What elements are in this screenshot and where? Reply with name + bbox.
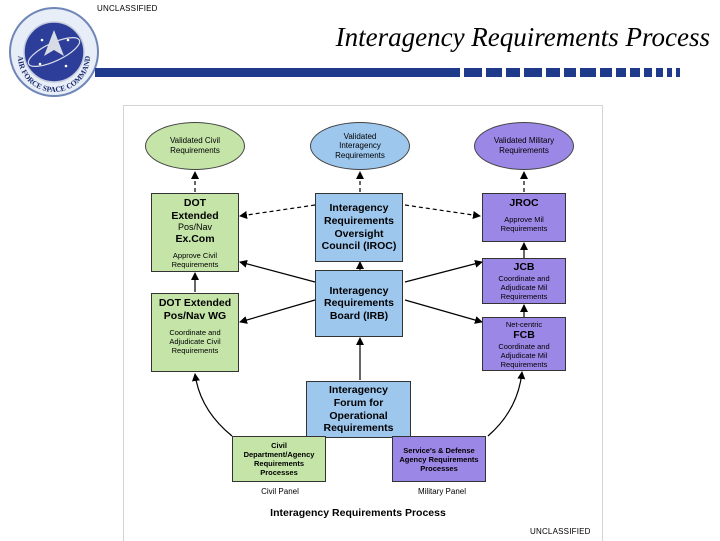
arrow-military-processes-to-fcb [487,371,526,437]
classification-bottom: UNCLASSIFIED [530,527,591,536]
military-processes-title: Service's & Defense Agency Requirements … [399,445,479,473]
dot-excom-sub: Approve Civil Requirements [171,250,219,269]
slide-title: Interagency Requirements Process [335,22,710,52]
dot-excom-line1: DOT [183,197,207,209]
arrow-irb-to-fcb [404,299,483,324]
dot-excom-box: DOT Extended Pos/Nav Ex.Com Approve Civi… [151,193,239,272]
irb-title: Interagency Requirements Board (IRB) [323,284,395,322]
diagram-frame [123,105,603,541]
validated-interagency-requirements: Validated Interagency Requirements [310,122,410,170]
civil-processes-box: Civil Department/Agency Requirements Pro… [232,436,326,482]
arrow-iroc-to-excom [239,204,316,219]
dot-wg-sub: Coordinate and Adjudicate Civil Requirem… [169,328,221,356]
irb-box: Interagency Requirements Board (IRB) [315,270,403,337]
forum-box: Interagency Forum for Operational Requir… [306,381,411,438]
fcb-sub: Coordinate and Adjudicate Mil Requiremen… [498,341,550,369]
fcb-box: Net-centric FCB Coordinate and Adjudicat… [482,317,566,371]
military-processes-box: Service's & Defense Agency Requirements … [392,436,486,482]
military-panel-label: Military Panel [417,487,466,496]
jroc-sub: Approve Mil Requirements [500,214,548,233]
fcb-pre: Net-centric [505,320,543,329]
classification-top: UNCLASSIFIED [97,4,158,13]
fcb-title: FCB [513,329,535,341]
iroc-box: Interagency Requirements Oversight Counc… [315,193,403,262]
civil-panel-label: Civil Panel [261,487,299,496]
iroc-title: Interagency Requirements Oversight Counc… [321,202,397,253]
jcb-box: JCB Coordinate and Adjudicate Mil Requir… [482,258,566,304]
dot-wg-box: DOT Extended Pos/Nav WG Coordinate and A… [151,293,239,372]
dot-excom-line2: Extended [171,209,219,222]
forum-title: Interagency Forum for Operational Requir… [323,384,394,435]
jroc-title: JROC [509,197,539,209]
arrow-irb-to-jcb [404,259,483,283]
jcb-title: JCB [513,261,535,273]
afspc-logo: AIR FORCE SPACE COMMAND [9,7,99,97]
jroc-box: JROC Approve Mil Requirements [482,193,566,242]
dot-wg-title: DOT Extended Pos/Nav WG [158,297,232,322]
jcb-sub: Coordinate and Adjudicate Mil Requiremen… [498,273,550,301]
title-bar [95,68,680,77]
civil-processes-title: Civil Department/Agency Requirements Pro… [243,441,315,477]
validated-military-requirements: Validated Military Requirements [474,122,574,170]
validated-civil-requirements: Validated Civil Requirements [145,122,245,170]
arrow-irb-to-wg [239,299,316,324]
arrow-civil-processes-to-wg [192,373,233,437]
diagram-caption: Interagency Requirements Process [270,507,446,519]
arrow-irb-to-excom [239,259,316,283]
arrow-iroc-to-jroc [404,204,481,219]
dot-excom-line3: Pos/Nav [177,222,212,233]
dot-excom-line4: Ex.Com [175,232,215,245]
